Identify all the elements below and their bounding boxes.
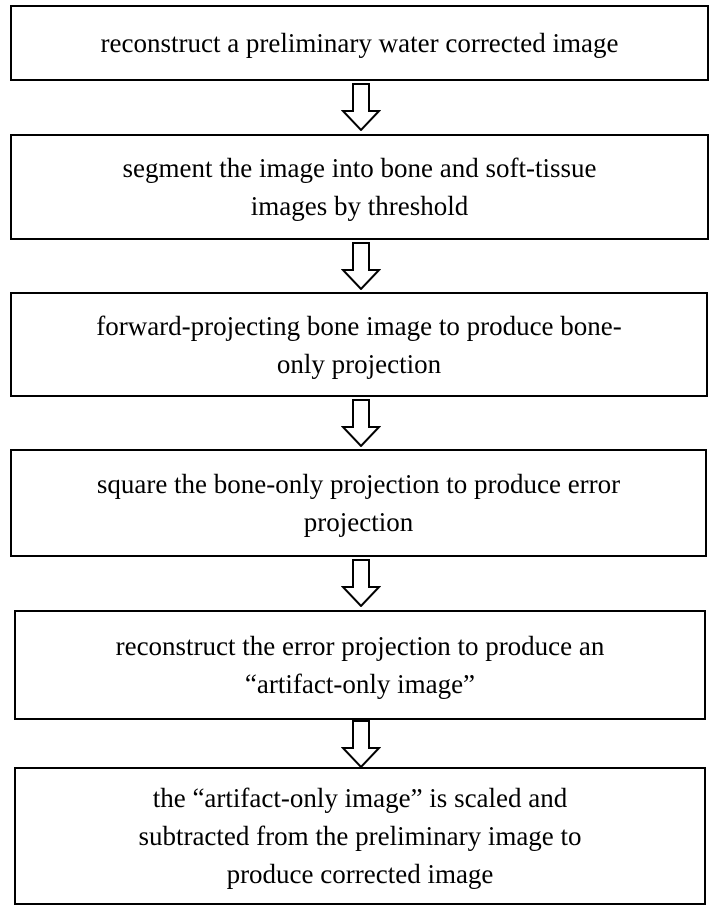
step-4-text: square the bone-only projection to produ… [96, 469, 621, 537]
step-4-box: square the bone-only projection to produ… [10, 449, 707, 557]
step-6-box: the “artifact-only image” is scaled and … [14, 767, 706, 905]
step-1-box: reconstruct a preliminary water correcte… [10, 5, 709, 81]
step-5-text: reconstruct the error projection to prod… [115, 631, 605, 699]
step-3-text: forward-projecting bone image to produce… [96, 310, 622, 379]
down-arrow-icon [341, 399, 381, 447]
step-2-box: segment the image into bone and soft-tis… [10, 134, 709, 240]
step-2-text: segment the image into bone and soft-tis… [122, 153, 597, 221]
step-6-text: the “artifact-only image” is scaled and … [138, 783, 582, 889]
step-3-box: forward-projecting bone image to produce… [10, 292, 708, 397]
down-arrow-icon [341, 720, 381, 768]
step-1-text: reconstruct a preliminary water correcte… [100, 28, 619, 58]
step-5-box: reconstruct the error projection to prod… [14, 610, 706, 720]
down-arrow-icon [341, 559, 381, 607]
down-arrow-icon [341, 242, 381, 290]
down-arrow-icon [341, 83, 381, 131]
